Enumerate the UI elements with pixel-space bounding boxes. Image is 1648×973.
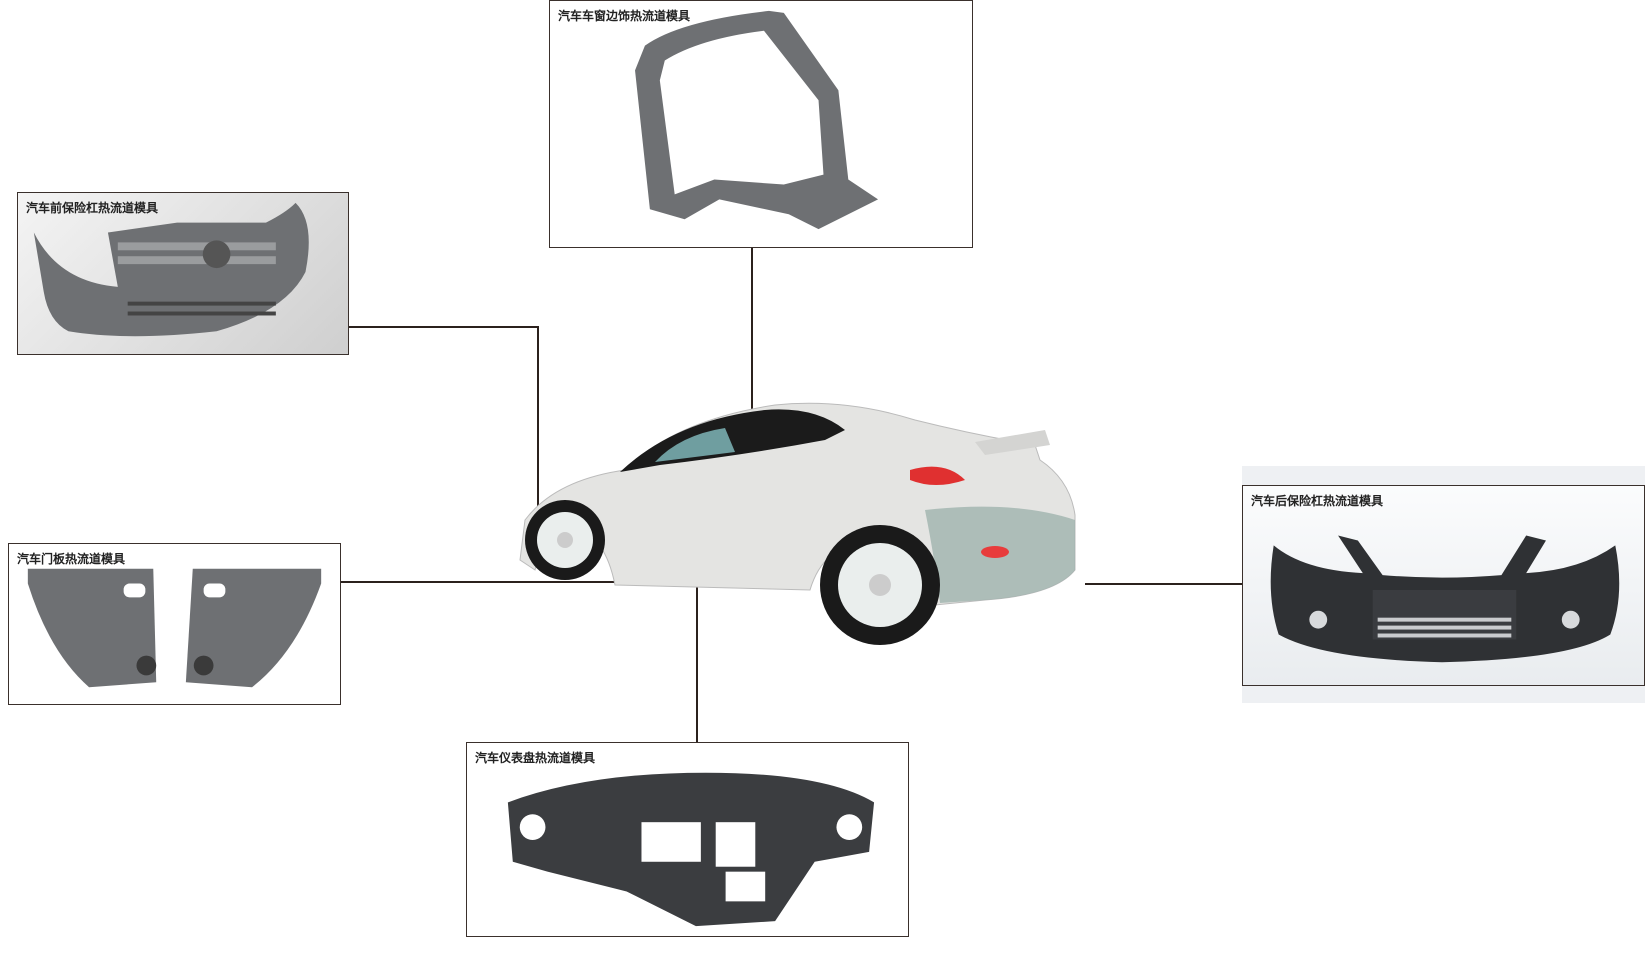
label-front-bumper: 汽车前保险杠热流道模具 — [26, 201, 159, 215]
part-rear-bumper: 汽车后保险杠热流道模具 — [1242, 485, 1645, 686]
part-front-bumper: 汽车前保险杠热流道模具 — [17, 192, 349, 355]
part-window-trim: 汽车车窗边饰热流道模具 — [549, 0, 973, 248]
front-bumper-image — [33, 202, 309, 337]
door-panel-image — [27, 568, 322, 688]
window-trim-image — [635, 10, 879, 230]
connector-dashboard — [696, 475, 698, 743]
connector-front-bumper-h — [347, 326, 539, 328]
car-side-glass — [655, 428, 735, 462]
dashboard-image — [507, 772, 875, 927]
rear-wheel — [820, 525, 940, 645]
connector-window-trim — [751, 246, 753, 430]
label-window-trim: 汽车车窗边饰热流道模具 — [558, 9, 691, 23]
part-dashboard: 汽车仪表盘热流道模具 — [466, 742, 909, 937]
front-wheel — [525, 500, 605, 580]
car-rear-reflector — [981, 546, 1009, 558]
label-dashboard: 汽车仪表盘热流道模具 — [475, 751, 596, 765]
rear-bumper-image — [1270, 535, 1620, 663]
part-door-panel: 汽车门板热流道模具 — [8, 543, 341, 705]
car-spoiler — [975, 430, 1050, 455]
car-illustration — [519, 402, 1076, 645]
connector-front-bumper-v — [537, 326, 539, 524]
label-rear-bumper: 汽车后保险杠热流道模具 — [1251, 494, 1384, 508]
connector-rear-bumper — [1085, 583, 1243, 585]
connector-door-panel — [340, 581, 658, 583]
car-taillight — [910, 466, 965, 485]
label-door-panel: 汽车门板热流道模具 — [17, 552, 126, 566]
